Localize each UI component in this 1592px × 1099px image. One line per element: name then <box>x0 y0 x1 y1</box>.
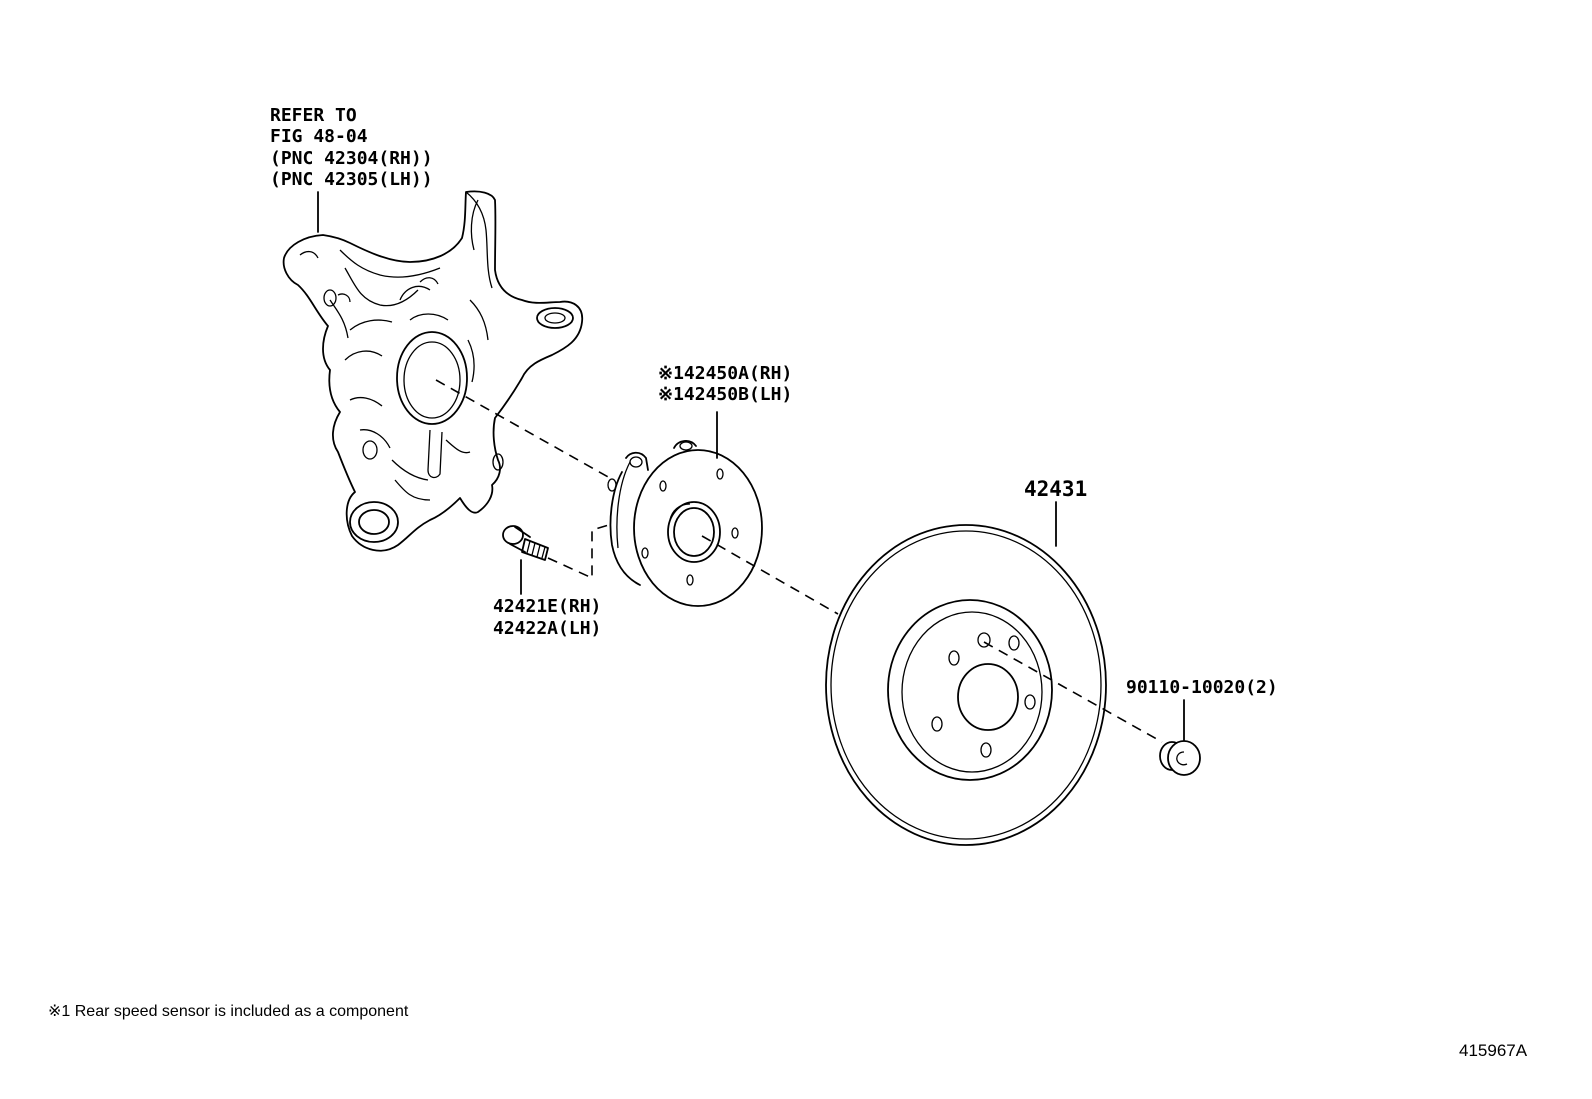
knuckle-reference-line-2: FIG 48-04 <box>270 126 368 147</box>
screw-part-number[interactable]: 90110-10020(2) <box>1126 677 1278 698</box>
footnote: ※1 Rear speed sensor is included as a co… <box>48 1003 409 1020</box>
knuckle-reference-line-4: (PNC 42305(LH)) <box>270 169 433 190</box>
diagram-id: 415967A <box>1459 1041 1528 1060</box>
bolt-part-number-lh[interactable]: 42422A(LH) <box>493 618 602 639</box>
assembly-line-hub-disc <box>701 535 839 615</box>
brake-disc <box>825 524 1107 846</box>
hub-part-number-lh[interactable]: ※142450B(LH) <box>658 384 793 405</box>
assembly-line-knuckle-hub <box>435 379 611 479</box>
assembly-line-disc-screw <box>983 641 1163 743</box>
hub-bolt <box>502 525 549 561</box>
knuckle-reference-line-3: (PNC 42304(RH)) <box>270 148 433 169</box>
disc-part-number[interactable]: 42431 <box>1024 477 1088 501</box>
knuckle-reference-line-1: REFER TO <box>270 105 357 126</box>
assembly-line-bolt <box>547 523 613 580</box>
hub-assembly <box>607 440 763 607</box>
bolt-part-number-rh[interactable]: 42421E(RH) <box>493 596 602 617</box>
hub-part-number-rh[interactable]: ※142450A(RH) <box>658 363 793 384</box>
disc-screw <box>1159 740 1201 776</box>
steering-knuckle <box>282 190 584 552</box>
